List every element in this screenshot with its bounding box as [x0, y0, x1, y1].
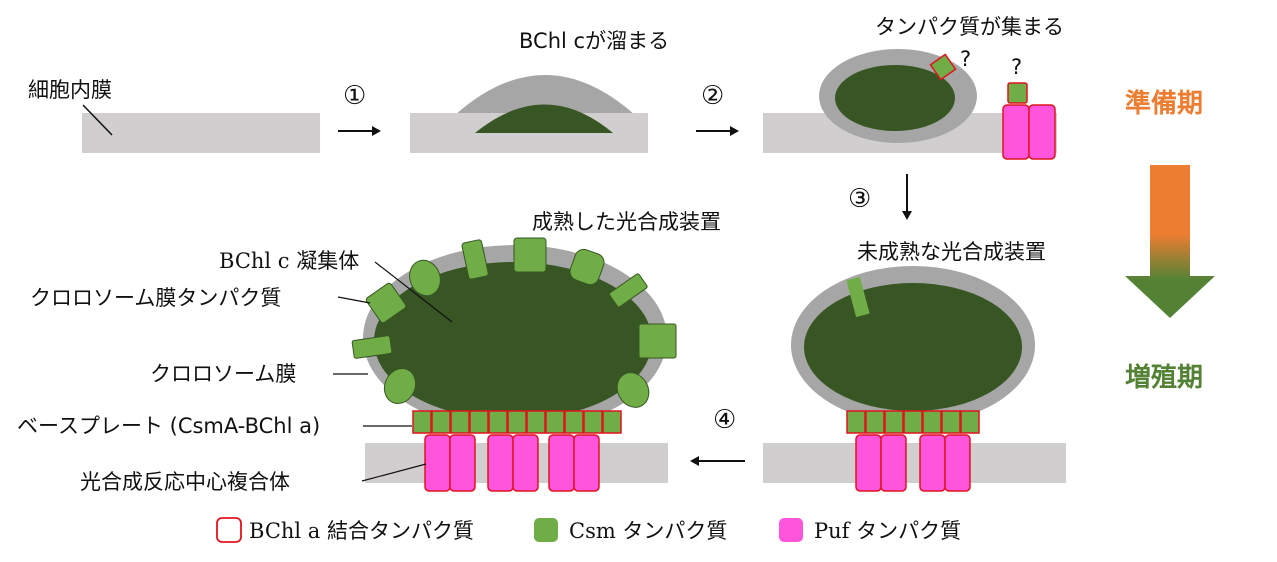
immature-label: 未成熟な光合成装置 — [857, 240, 1046, 264]
stage-1: BChl cが溜まる — [410, 29, 669, 153]
reaction-center — [855, 434, 971, 492]
question-mark-2: ? — [1011, 55, 1022, 79]
legend-swatch-bchl-a — [216, 517, 242, 543]
inner-membrane — [82, 113, 320, 153]
chlorosome-membrane-shell — [455, 75, 635, 115]
bchl-c-pool — [475, 104, 613, 133]
reaction-center-label: 光合成反応中心複合体 — [80, 470, 290, 494]
arrow-2 — [696, 126, 739, 136]
step-4-marker: ④ — [713, 405, 736, 435]
bchl-c-aggregate — [804, 283, 1022, 411]
question-mark-1: ? — [960, 47, 971, 71]
leader-line — [361, 463, 427, 482]
csm-protein — [846, 276, 870, 318]
legend-puf-label: Puf タンパク質 — [814, 519, 961, 543]
membrane-label: 細胞内膜 — [28, 78, 112, 102]
bchl-a-protein — [1007, 82, 1028, 104]
leader-line — [374, 261, 453, 323]
puf-protein — [1028, 104, 1056, 160]
stage-0-membrane: 細胞内膜 — [28, 78, 320, 153]
baseplate — [412, 410, 622, 434]
inner-membrane — [763, 443, 1066, 483]
arrow-3 — [902, 174, 912, 220]
stage-3-immature: 未成熟な光合成装置 — [763, 240, 1066, 492]
step-1-marker: ① — [343, 81, 366, 111]
legend-bchl-a-label: BChl a 結合タンパク質 — [249, 519, 474, 543]
stage-2: ? ? タンパク質が集まる — [763, 15, 1064, 160]
puf-protein — [1002, 104, 1030, 160]
membrane-leader-line — [82, 104, 113, 136]
preparation-phase-label: 準備期 — [1125, 88, 1203, 119]
legend-csm-label: Csm タンパク質 — [569, 519, 727, 543]
reaction-center — [424, 434, 600, 492]
baseplate-label: ベースプレート (CsmA-BChl a) — [17, 414, 320, 438]
stage-4-mature: 成熟した光合成装置 — [17, 210, 721, 494]
legend-swatch-csm — [534, 518, 558, 542]
leader-line — [337, 296, 371, 304]
legend: BChl a 結合タンパク質 Csm タンパク質 Puf タンパク質 — [216, 517, 961, 543]
bchl-accum-label: BChl cが溜まる — [519, 29, 669, 53]
baseplate — [846, 410, 980, 434]
arrow-4 — [690, 456, 745, 466]
mature-label: 成熟した光合成装置 — [532, 210, 721, 234]
step-2-marker: ② — [701, 81, 724, 111]
bchl-c-aggregate — [374, 262, 652, 420]
bchl-aggregate-label: BChl c 凝集体 — [219, 249, 359, 273]
arrow-1 — [338, 126, 381, 136]
csm-protein — [929, 53, 957, 81]
chlorosome-protein-label: クロロソーム膜タンパク質 — [30, 286, 281, 310]
phase-transition-arrow — [1125, 165, 1215, 318]
chlorosome-membrane-label: クロロソーム膜 — [150, 362, 296, 386]
csm-proteins — [351, 237, 677, 408]
legend-swatch-puf — [779, 518, 803, 542]
protein-gather-label: タンパク質が集まる — [875, 15, 1064, 39]
proliferation-phase-label: 増殖期 — [1125, 362, 1203, 393]
step-3-marker: ③ — [848, 184, 871, 214]
bchl-c-aggregate — [835, 65, 955, 131]
